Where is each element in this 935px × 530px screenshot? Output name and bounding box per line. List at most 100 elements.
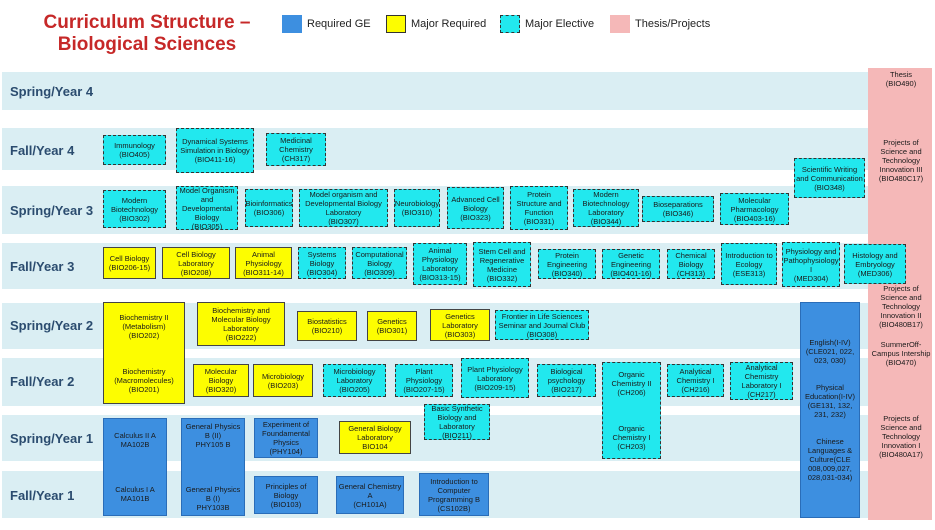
- course-label: General Biology Laboratory BIO104: [348, 424, 402, 451]
- course-label: Advanced Cell Biology (BIO323): [451, 194, 500, 222]
- course-label: Introduction to Computer Programming B (…: [427, 476, 481, 513]
- course-box[interactable]: Animal Physiology Laboratory (BIO313-15): [413, 243, 467, 285]
- course-box[interactable]: Experiment of Foundamental Physics (PHY1…: [254, 418, 318, 458]
- course-label: Systems Biology (BIO304): [306, 249, 338, 277]
- course-label: Molecular Pharmacology (BIO403-16): [730, 195, 779, 223]
- course-box[interactable]: Bioseparations (BIO346): [642, 196, 714, 222]
- course-box[interactable]: Organic Chemistry II (CH206) Organic Che…: [602, 362, 661, 459]
- course-label: Computational Biology (BIO309): [355, 249, 404, 277]
- course-box[interactable]: General Physics B (II) PHY105 B General …: [181, 418, 245, 516]
- course-label: Calculus II A MA102B Calculus I A MA101B: [114, 431, 156, 503]
- course-box[interactable]: Modern Biotechnology Laboratory (BIO344): [573, 189, 639, 227]
- course-box[interactable]: Molecular Pharmacology (BIO403-16): [720, 193, 789, 225]
- course-label: Animal Physiology (BIO311-14): [243, 249, 284, 277]
- term-label: Spring/Year 2: [10, 318, 94, 333]
- legend-label-req: Major Required: [411, 18, 487, 30]
- course-box[interactable]: Genetic Engineering (BIO401-16): [602, 249, 660, 279]
- course-label: Analytical Chemistry Laboratory I (CH217…: [741, 363, 782, 399]
- course-label: Bioinformatics (BIO306): [245, 199, 293, 217]
- course-box[interactable]: Model organism and Developmental Biology…: [299, 189, 388, 227]
- course-label: Experiment of Foundamental Physics (PHY1…: [262, 420, 310, 456]
- course-box[interactable]: Histology and Embryology (MED306): [844, 244, 906, 284]
- course-box[interactable]: Computational Biology (BIO309): [352, 247, 407, 279]
- course-box[interactable]: Protein Structure and Function (BIO331): [510, 186, 568, 230]
- course-label: Plant Physiology (BIO207-15): [403, 367, 445, 394]
- course-label: General Chemistry A (CH101A): [338, 481, 402, 509]
- course-label: Introduction to Ecology (ESE313): [725, 250, 773, 278]
- course-box[interactable]: Immunology (BIO405): [103, 135, 166, 165]
- course-box[interactable]: Principles of Biology (BIO103): [254, 476, 318, 514]
- course-label: Genetics Laboratory (BIO303): [442, 311, 478, 339]
- course-box[interactable]: Calculus II A MA102B Calculus I A MA101B: [103, 418, 167, 516]
- course-label: Biological psychology (BIO217): [547, 367, 586, 394]
- course-box[interactable]: Introduction to Ecology (ESE313): [721, 243, 777, 285]
- legend-label-elec: Major Elective: [525, 18, 595, 30]
- course-label: Modern Biotechnology Laboratory (BIO344): [582, 190, 630, 226]
- course-label: Biochemistry II (Metabolism) (BIO202) Bi…: [114, 312, 174, 394]
- course-box[interactable]: Plant Physiology (BIO207-15): [395, 364, 453, 397]
- course-box[interactable]: Biostatistics (BIO210): [297, 311, 357, 341]
- course-box[interactable]: Bioinformatics (BIO306): [245, 189, 293, 227]
- course-label: Neurobiology (BIO310): [394, 199, 440, 217]
- course-box[interactable]: Cell Biology Laboratory (BIO208): [162, 247, 230, 279]
- term-label: Fall/Year 3: [10, 259, 75, 274]
- term-label: Fall/Year 1: [10, 488, 75, 503]
- course-box[interactable]: Model Organism and Developmental Biology…: [176, 186, 238, 230]
- course-label: Cell Biology (BIO206-15): [108, 254, 151, 272]
- course-box[interactable]: Animal Physiology (BIO311-14): [235, 247, 292, 279]
- legend-thesis: Thesis/Projects: [610, 14, 710, 34]
- course-box[interactable]: Systems Biology (BIO304): [298, 247, 346, 279]
- course-box[interactable]: Basic Synthetic Biology and Laboratory (…: [424, 404, 490, 440]
- course-label: Biochemistry and Molecular Biology Labor…: [211, 306, 271, 342]
- course-label: Model Organism and Developmental Biology…: [179, 186, 235, 230]
- course-label: Dynamical Systems Simulation in Biology …: [180, 137, 250, 164]
- course-label: Plant Physiology Laboratory (BIO209-15): [467, 364, 523, 392]
- legend-major-required: Major Required: [386, 14, 486, 34]
- course-label: Cell Biology Laboratory (BIO208): [176, 249, 216, 277]
- course-box[interactable]: Plant Physiology Laboratory (BIO209-15): [461, 358, 529, 398]
- course-box[interactable]: Cell Biology (BIO206-15): [103, 247, 156, 279]
- course-box[interactable]: Neurobiology (BIO310): [394, 189, 440, 227]
- course-box[interactable]: Frontier in Life Sciences Seminar and Jo…: [495, 310, 589, 340]
- course-box[interactable]: Chemical Biology (CH313): [667, 249, 715, 279]
- course-box[interactable]: General Biology Laboratory BIO104: [339, 421, 411, 454]
- course-box[interactable]: Microbiology (BIO203): [253, 364, 313, 397]
- term-label: Fall/Year 4: [10, 143, 75, 158]
- course-box[interactable]: English(I-IV) (CLE021, 022, 023, 030) Ph…: [800, 302, 860, 518]
- course-box[interactable]: General Chemistry A (CH101A): [336, 476, 404, 514]
- page-title: Curriculum Structure – Biological Scienc…: [43, 12, 251, 55]
- course-box[interactable]: Scientific Writing and Communication (BI…: [794, 158, 865, 198]
- course-label: Chemical Biology (CH313): [675, 250, 707, 278]
- course-box[interactable]: Genetics (BIO301): [367, 311, 417, 341]
- course-label: Analytical Chemistry I (CH216): [676, 367, 715, 394]
- course-box[interactable]: Introduction to Computer Programming B (…: [419, 473, 489, 516]
- course-label: Genetics (BIO301): [376, 317, 408, 335]
- course-label: Bioseparations (BIO346): [653, 200, 703, 218]
- course-box[interactable]: Modern Biotechnology (BIO302): [103, 190, 166, 228]
- legend-swatch-elec: [500, 15, 520, 33]
- course-box[interactable]: Medicinal Chemistry (CH317): [266, 133, 326, 166]
- course-box[interactable]: Advanced Cell Biology (BIO323): [447, 187, 504, 229]
- course-box[interactable]: Biochemistry and Molecular Biology Labor…: [197, 302, 285, 346]
- thesis-label: Thesis (BIO490): [885, 70, 917, 88]
- course-label: Animal Physiology Laboratory (BIO313-15): [419, 246, 461, 282]
- course-box[interactable]: Molecular Biology (BIO320): [193, 364, 249, 397]
- term-label: Spring/Year 4: [10, 84, 94, 99]
- course-box[interactable]: Biological psychology (BIO217): [537, 364, 596, 397]
- term-label: Fall/Year 2: [10, 374, 75, 389]
- course-label: Histology and Embryology (MED306): [852, 250, 898, 278]
- course-box[interactable]: Microbiology Laboratory (BIO205): [323, 364, 386, 397]
- course-box[interactable]: Genetics Laboratory (BIO303): [430, 309, 490, 341]
- legend-swatch-ge: [282, 15, 302, 33]
- term-label: Spring/Year 1: [10, 431, 94, 446]
- course-box[interactable]: Stem Cell and Regenerative Medicine (BIO…: [473, 242, 531, 287]
- course-box[interactable]: Analytical Chemistry Laboratory I (CH217…: [730, 362, 793, 400]
- course-label: Principles of Biology (BIO103): [265, 481, 307, 509]
- course-box[interactable]: Analytical Chemistry I (CH216): [667, 364, 724, 397]
- course-label: General Physics B (II) PHY105 B General …: [185, 422, 241, 512]
- course-box[interactable]: Biochemistry II (Metabolism) (BIO202) Bi…: [103, 302, 185, 404]
- legend-label-thesis: Thesis/Projects: [635, 18, 711, 30]
- course-box[interactable]: Physiology and Pathophysiology I (MED304…: [782, 242, 840, 287]
- course-box[interactable]: Dynamical Systems Simulation in Biology …: [176, 128, 254, 173]
- course-box[interactable]: Protein Engineering (BIO340): [538, 249, 596, 279]
